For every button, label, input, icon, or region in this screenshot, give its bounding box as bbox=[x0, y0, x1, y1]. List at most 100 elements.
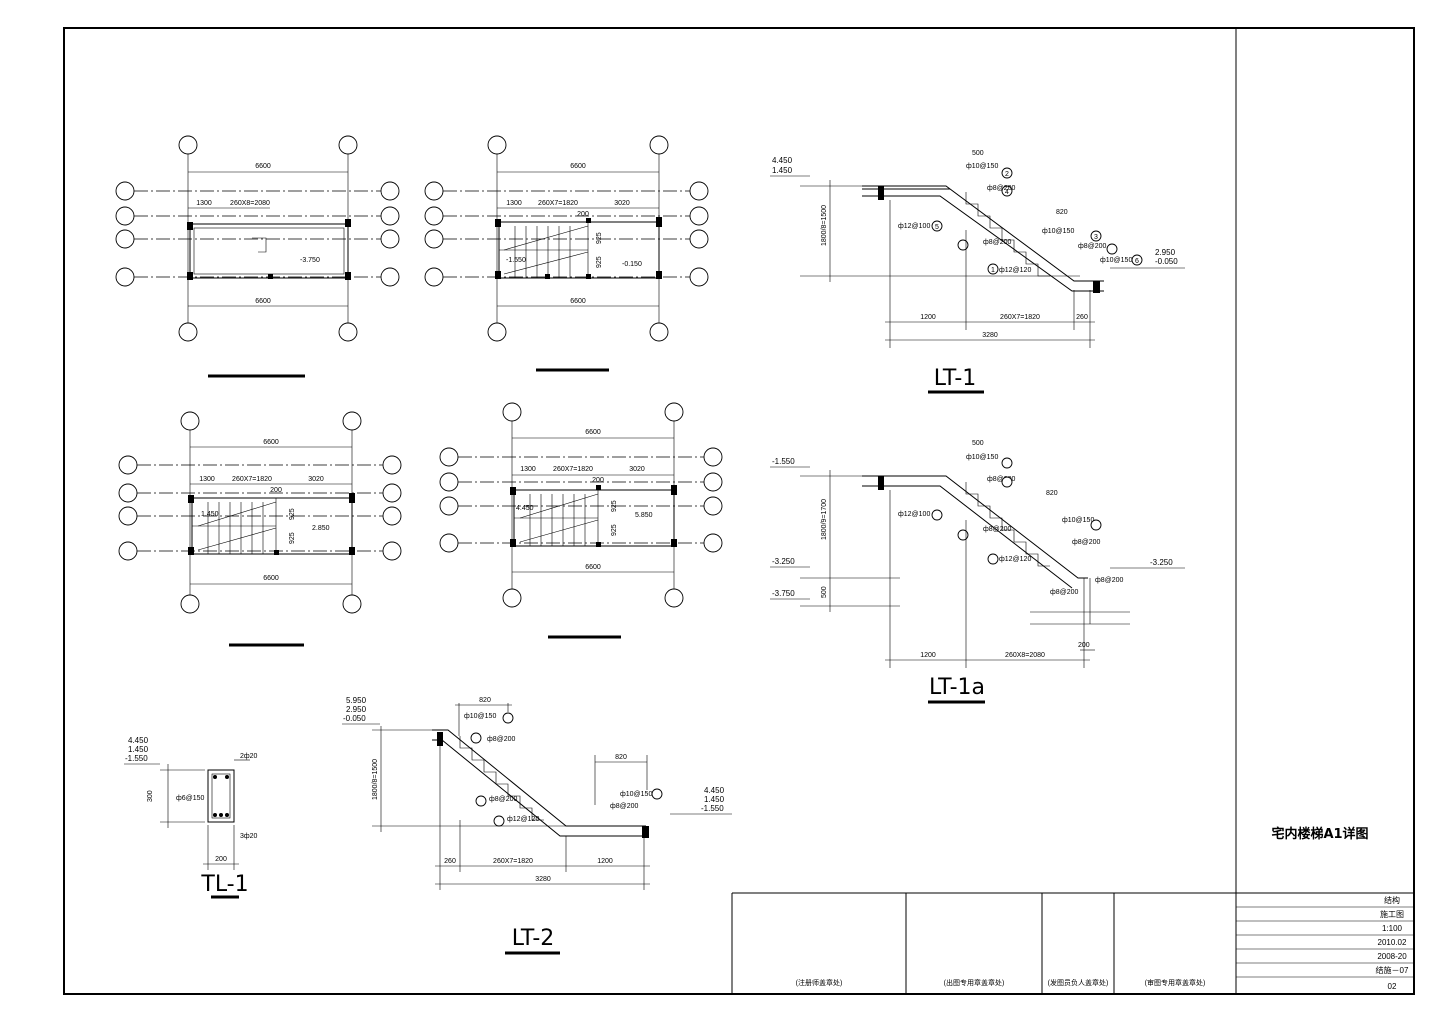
lt1a-label: LT-1a bbox=[929, 675, 985, 700]
section-lt1: 4.450 1.450 1800/8=1500 500 820 2 ф10@15… bbox=[770, 150, 1185, 394]
plan3-elev-right: 2.850 bbox=[312, 525, 330, 532]
lt1a-dim-2: 260X8=2080 bbox=[1005, 652, 1045, 659]
lt2-elev-bot-1: 4.450 bbox=[704, 786, 725, 795]
plan3-dim-top: 6600 bbox=[263, 439, 279, 446]
lt1-label: LT-1 bbox=[934, 366, 977, 391]
title-block: 结构 施工图 1:100 2010.02 2008-20 结施－07 02 bbox=[1236, 892, 1414, 991]
lt2-dim-1: 260 bbox=[444, 858, 456, 865]
lt1a-bar-9: ф8@200 bbox=[1050, 589, 1079, 596]
lt1-elev-top1: 4.450 bbox=[772, 156, 793, 165]
lt2-bar-1: ф10@150 bbox=[464, 713, 496, 720]
plan2-elev-left: -1.550 bbox=[506, 257, 526, 264]
tl1-stirrup: ф6@150 bbox=[176, 795, 205, 802]
lt1-total: 3280 bbox=[982, 332, 998, 339]
plan3-v2: 925 bbox=[289, 532, 296, 544]
plan2-mid: 200 bbox=[577, 211, 589, 218]
lt1-bar-4: ф8@200 bbox=[983, 239, 1012, 246]
sheet-border bbox=[63, 27, 1415, 995]
plan1-dim-top: 6600 bbox=[255, 163, 271, 170]
lt1-bar-6: ф8@200 bbox=[1078, 243, 1107, 250]
plan-3: 6600 6600 1300 260X7=1820 3020 200 925 9… bbox=[118, 411, 402, 647]
plan3-v1: 925 bbox=[289, 508, 296, 520]
lt1-elev-bot2: -0.050 bbox=[1155, 257, 1178, 266]
lt2-bar-2: ф8@200 bbox=[487, 736, 516, 743]
tb-scale: 1:100 bbox=[1382, 924, 1403, 933]
plan4-v2: 925 bbox=[611, 524, 618, 536]
lt2-bar-5: ф10@150 bbox=[620, 791, 652, 798]
plan2-dim-bottom: 6600 bbox=[570, 298, 586, 305]
lt1a-mid-dim: 820 bbox=[1046, 490, 1058, 497]
plan3-seg3: 3020 bbox=[308, 476, 324, 483]
tl1-width: 200 bbox=[215, 856, 227, 863]
plan2-seg1: 1300 bbox=[506, 200, 522, 207]
lt1-elev-top2: 1.450 bbox=[772, 166, 793, 175]
plan2-v2: 925 bbox=[596, 256, 603, 268]
lt1-dim-1: 1200 bbox=[920, 314, 936, 321]
lt2-elev-bot-2: 1.450 bbox=[704, 795, 725, 804]
tb-stage: 施工图 bbox=[1380, 909, 1404, 919]
lt1a-elev-mid: -3.250 bbox=[772, 557, 795, 566]
tb-discipline: 结构 bbox=[1384, 895, 1400, 905]
lt2-bar-6: ф8@200 bbox=[610, 803, 639, 810]
lt2-bar-3: ф8@200 bbox=[489, 796, 518, 803]
lt2-elev-top-3: -0.050 bbox=[343, 714, 366, 723]
tb-project-no: 2008-20 bbox=[1377, 952, 1407, 961]
lt2-dim-2: 260X7=1820 bbox=[493, 858, 533, 865]
lt1a-bar-7: ф12@120 bbox=[999, 556, 1031, 563]
lt2-elev-bot-3: -1.550 bbox=[701, 804, 724, 813]
lt1a-dim-1: 1200 bbox=[920, 652, 936, 659]
drawing-title: 宅内楼梯A1详图 bbox=[1271, 826, 1368, 842]
plan2-elev-right: -0.150 bbox=[622, 261, 642, 268]
section-lt1a: -1.550 1800/9=1700 500 -3.250 -3.750 500… bbox=[770, 440, 1185, 704]
stamp-cell-3: (发图员负人盖章处) bbox=[1048, 978, 1109, 987]
lt1-mark-4: 4 bbox=[1005, 189, 1009, 196]
plan3-elev-left: 1.450 bbox=[201, 511, 219, 518]
plan1-seg1: 1300 bbox=[196, 200, 212, 207]
plan3-dim-bottom: 6600 bbox=[263, 575, 279, 582]
tb-sheet-no: 结施－07 bbox=[1376, 965, 1409, 975]
lt1a-bar-2: ф8@200 bbox=[987, 476, 1016, 483]
plan-1: 6600 6600 1300 260X8=2080 -3.750 bbox=[115, 135, 400, 378]
plan2-dim-top: 6600 bbox=[570, 163, 586, 170]
lt1a-bar-1: ф10@150 bbox=[966, 454, 998, 461]
lt1-bar-3: ф12@100 bbox=[898, 223, 930, 230]
plan3-seg2: 260X7=1820 bbox=[232, 476, 272, 483]
lt1-mark-1: 1 bbox=[991, 267, 995, 274]
lt1-bar-5: ф10@150 bbox=[1042, 228, 1074, 235]
plan-2: 6600 6600 1300 260X7=1820 3020 200 925 9… bbox=[424, 135, 709, 372]
lt1-dim-2: 260X7=1820 bbox=[1000, 314, 1040, 321]
lt1a-bar-6: ф8@200 bbox=[1072, 539, 1101, 546]
plan4-mid: 200 bbox=[592, 477, 604, 484]
plan1-seg2: 260X8=2080 bbox=[230, 200, 270, 207]
plan4-elev-left: 4.450 bbox=[516, 505, 534, 512]
lt2-elev-top-2: 2.950 bbox=[346, 705, 367, 714]
lt1-mid-dim: 820 bbox=[1056, 209, 1068, 216]
lt2-dim-3: 1200 bbox=[597, 858, 613, 865]
plan1-elev: -3.750 bbox=[300, 257, 320, 264]
lt1-mark-2: 2 bbox=[1005, 171, 1009, 178]
lt1-dim-3: 260 bbox=[1076, 314, 1088, 321]
stamp-area: (注册师盖章处) (出图专用章盖章处) (发图员负人盖章处) (审图专用章盖章处… bbox=[731, 892, 1236, 994]
lt2-elev-top-1: 5.950 bbox=[346, 696, 367, 705]
plan4-seg1: 1300 bbox=[520, 466, 536, 473]
plan2-seg3: 3020 bbox=[614, 200, 630, 207]
plan4-v1: 925 bbox=[611, 500, 618, 512]
stamp-cell-4: (审图专用章盖章处) bbox=[1145, 978, 1206, 987]
plan3-seg1: 1300 bbox=[199, 476, 215, 483]
lt1a-bar-4: ф8@200 bbox=[983, 526, 1012, 533]
plan2-v1: 925 bbox=[596, 232, 603, 244]
plan4-seg3: 3020 bbox=[629, 466, 645, 473]
section-lt2: 5.950 2.950 -0.050 1800/8=1500 820 ф10@1… bbox=[342, 696, 732, 955]
tl1-bot-bar: 3ф20 bbox=[240, 833, 258, 840]
lt1-elev-bot1: 2.950 bbox=[1155, 248, 1176, 257]
lt1-bar-7: ф12@120 bbox=[999, 267, 1031, 274]
lt2-label: LT-2 bbox=[512, 926, 555, 951]
plan2-seg2: 260X7=1820 bbox=[538, 200, 578, 207]
lt1-mark-6: 6 bbox=[1135, 258, 1139, 265]
lt1-bar-1: ф10@150 bbox=[966, 163, 998, 170]
lt1-mark-3: 3 bbox=[1094, 234, 1098, 241]
stamp-cell-2: (出图专用章盖章处) bbox=[944, 978, 1005, 987]
lt1a-top-dim: 500 bbox=[972, 440, 984, 447]
plan4-dim-bottom: 6600 bbox=[585, 564, 601, 571]
